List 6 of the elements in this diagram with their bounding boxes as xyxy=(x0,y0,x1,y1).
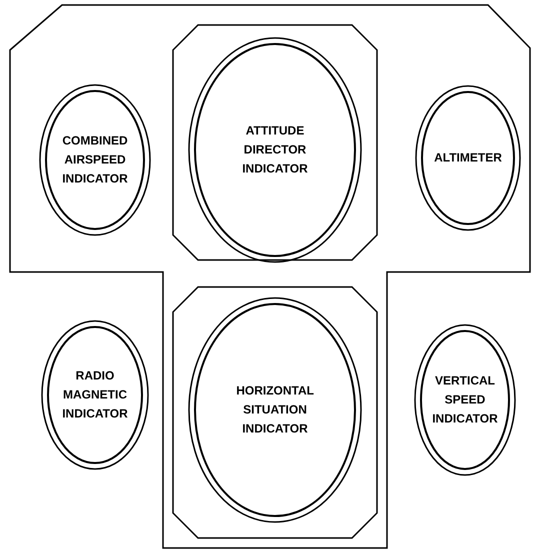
instrument-label: HORIZONTAL SITUATION INDICATOR xyxy=(236,382,314,438)
instrument-label: COMBINED AIRSPEED INDICATOR xyxy=(62,132,128,188)
instrument-label: ALTIMETER xyxy=(434,150,502,166)
instrument-label: ATTITUDE DIRECTOR INDICATOR xyxy=(242,122,308,178)
instrument-label: VERTICAL SPEED INDICATOR xyxy=(432,372,498,428)
instrument-label: RADIO MAGNETIC INDICATOR xyxy=(62,368,128,422)
